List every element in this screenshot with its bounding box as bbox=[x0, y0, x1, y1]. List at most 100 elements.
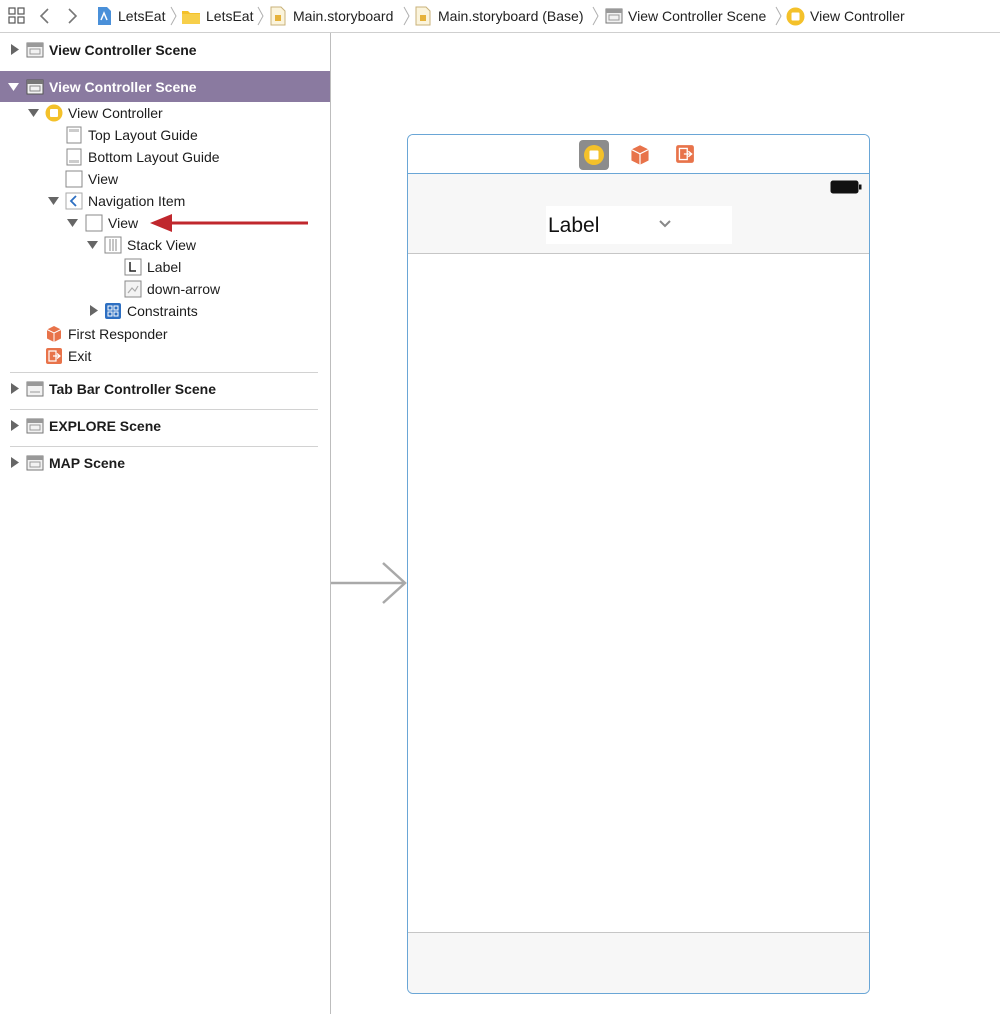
breadcrumb-label: View Controller Scene bbox=[628, 8, 767, 24]
view-icon bbox=[85, 214, 103, 232]
view-controller-scene-frame[interactable]: Label bbox=[407, 134, 870, 994]
breadcrumb-separator-icon bbox=[257, 6, 264, 26]
navigation-bar: Label bbox=[408, 174, 869, 254]
outline-divider bbox=[10, 446, 318, 447]
disclosure-expanded-icon[interactable] bbox=[48, 195, 59, 206]
outline-row-constraints[interactable]: Constraints bbox=[0, 300, 330, 322]
outline-row-label[interactable]: Label bbox=[0, 256, 330, 278]
disclosure-collapsed-icon[interactable] bbox=[9, 44, 20, 55]
breadcrumb-folder[interactable]: LetsEat bbox=[181, 0, 253, 32]
exit-icon bbox=[46, 348, 62, 364]
project-icon bbox=[98, 7, 111, 25]
outline-label: View Controller bbox=[68, 105, 163, 121]
nav-title-label[interactable]: Label bbox=[548, 214, 600, 237]
annotation-arrow-icon bbox=[150, 214, 308, 232]
breadcrumb-separator-icon bbox=[775, 6, 782, 26]
first-responder-icon[interactable] bbox=[629, 144, 651, 166]
exit-icon[interactable] bbox=[675, 144, 695, 164]
outline-label: Exit bbox=[68, 348, 92, 364]
outline-row-scene-selected[interactable]: View Controller Scene bbox=[0, 71, 330, 102]
outline-label: EXPLORE Scene bbox=[49, 418, 162, 434]
outline-row-view-controller[interactable]: View Controller bbox=[0, 102, 330, 124]
breadcrumb-storyboard[interactable]: Main.storyboard bbox=[270, 0, 393, 32]
layout-guide-icon bbox=[66, 126, 82, 144]
outline-row-tab-bar-controller-scene[interactable]: Tab Bar Controller Scene bbox=[0, 378, 330, 400]
back-chevron-icon[interactable] bbox=[38, 7, 52, 25]
breadcrumb-project[interactable]: LetsEat bbox=[95, 0, 165, 32]
disclosure-collapsed-icon[interactable] bbox=[88, 305, 99, 316]
view-icon bbox=[65, 170, 83, 188]
disclosure-expanded-icon[interactable] bbox=[28, 107, 39, 118]
related-items-grid-icon[interactable] bbox=[8, 7, 26, 25]
outline-divider bbox=[10, 372, 318, 373]
breadcrumb-separator-icon bbox=[170, 6, 177, 26]
scene-icon bbox=[26, 418, 44, 434]
label-icon bbox=[124, 258, 142, 276]
breadcrumb-view-controller[interactable]: View Controller bbox=[786, 0, 905, 32]
disclosure-expanded-icon[interactable] bbox=[67, 217, 78, 228]
outline-row-stack-view[interactable]: Stack View bbox=[0, 234, 330, 256]
scene-dock bbox=[408, 135, 869, 174]
breadcrumb-label: LetsEat bbox=[206, 8, 254, 24]
disclosure-expanded-icon[interactable] bbox=[8, 81, 19, 92]
scene-icon bbox=[26, 79, 44, 95]
initial-view-controller-arrow-icon bbox=[331, 562, 407, 604]
breadcrumb-scene[interactable]: View Controller Scene bbox=[605, 0, 766, 32]
outline-label: View bbox=[88, 171, 119, 187]
outline-row-scene-collapsed[interactable]: View Controller Scene bbox=[0, 39, 330, 61]
layout-guide-icon bbox=[66, 148, 82, 166]
outline-row-exit[interactable]: Exit bbox=[0, 345, 330, 367]
constraints-icon bbox=[105, 303, 121, 319]
breadcrumb-label: Main.storyboard bbox=[293, 8, 394, 24]
outline-row-explore-scene[interactable]: EXPLORE Scene bbox=[0, 415, 330, 437]
breadcrumb-label: Main.storyboard (Base) bbox=[438, 8, 584, 24]
storyboard-file-icon bbox=[415, 6, 431, 26]
disclosure-expanded-icon[interactable] bbox=[87, 239, 98, 250]
image-view-icon bbox=[124, 280, 142, 298]
storyboard-canvas[interactable]: Label bbox=[331, 33, 1000, 1014]
outline-row-map-scene[interactable]: MAP Scene bbox=[0, 452, 330, 474]
folder-icon bbox=[182, 11, 200, 24]
outline-row-down-arrow[interactable]: down-arrow bbox=[0, 278, 330, 300]
outline-row-first-responder[interactable]: First Responder bbox=[0, 323, 330, 345]
document-outline: View Controller Scene View Controller Sc… bbox=[0, 33, 331, 1014]
disclosure-collapsed-icon[interactable] bbox=[9, 420, 20, 431]
outline-label: View Controller Scene bbox=[49, 79, 197, 95]
view-controller-icon[interactable] bbox=[579, 140, 609, 170]
down-arrow-icon[interactable] bbox=[658, 219, 672, 229]
forward-chevron-icon[interactable] bbox=[65, 7, 79, 25]
breadcrumb-separator-icon bbox=[403, 6, 410, 26]
outline-label: View bbox=[108, 215, 139, 231]
outline-label: Tab Bar Controller Scene bbox=[49, 381, 217, 397]
title-view[interactable]: Label bbox=[546, 206, 732, 244]
battery-icon bbox=[830, 180, 862, 194]
disclosure-collapsed-icon[interactable] bbox=[9, 383, 20, 394]
outline-label: Navigation Item bbox=[88, 193, 186, 209]
first-responder-icon bbox=[46, 326, 62, 342]
outline-label: down-arrow bbox=[147, 281, 221, 297]
outline-row-navigation-item[interactable]: Navigation Item bbox=[0, 190, 330, 212]
breadcrumb-storyboard-base[interactable]: Main.storyboard (Base) bbox=[415, 0, 584, 32]
outline-row-bottom-layout-guide[interactable]: Bottom Layout Guide bbox=[0, 146, 330, 168]
breadcrumb-separator-icon bbox=[592, 6, 599, 26]
outline-row-view[interactable]: View bbox=[0, 168, 330, 190]
outline-label: Label bbox=[147, 259, 182, 275]
outline-row-title-view[interactable]: View bbox=[0, 212, 330, 234]
breadcrumb-label: View Controller bbox=[810, 8, 905, 24]
outline-label: Bottom Layout Guide bbox=[88, 149, 220, 165]
disclosure-collapsed-icon[interactable] bbox=[9, 457, 20, 468]
outline-label: Top Layout Guide bbox=[88, 127, 198, 143]
scene-icon bbox=[605, 8, 623, 24]
outline-label: Constraints bbox=[127, 303, 198, 319]
outline-divider bbox=[10, 409, 318, 410]
outline-label: Stack View bbox=[127, 237, 196, 253]
outline-row-top-layout-guide[interactable]: Top Layout Guide bbox=[0, 124, 330, 146]
stack-view-icon bbox=[104, 236, 122, 254]
navigation-item-icon bbox=[65, 192, 83, 210]
tab-bar bbox=[408, 932, 869, 993]
scene-icon bbox=[26, 455, 44, 471]
outline-label: MAP Scene bbox=[49, 455, 125, 471]
jump-bar: LetsEat LetsEat Main.storyboard Main.sto… bbox=[0, 0, 1000, 33]
storyboard-file-icon bbox=[270, 6, 286, 26]
view-controller-icon bbox=[786, 7, 805, 25]
